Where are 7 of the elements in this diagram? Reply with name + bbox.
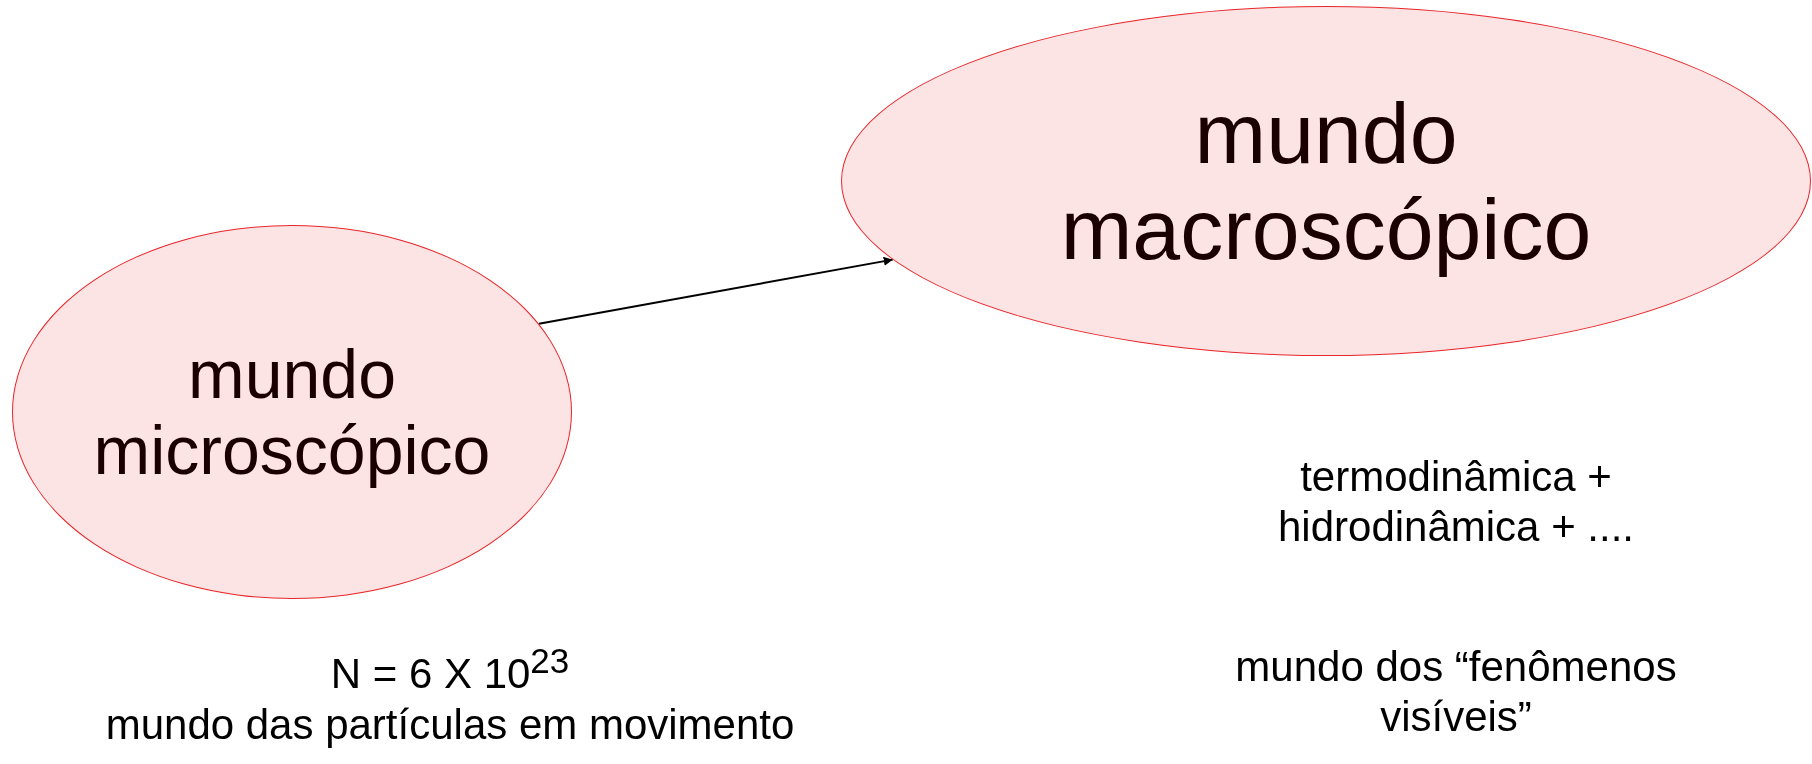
arrow [537,256,894,325]
node-label: mundo macroscópico [1059,84,1593,278]
node-label: mundo microscópico [92,335,492,489]
caption-text: mundo dos “fenômenos visíveis” [1234,642,1678,743]
caption-text: N = 6 X 10$^{23}$ [329,640,571,699]
caption-text: mundo das partículas em movimento [104,700,796,750]
caption-text: termodinâmica + hidrodinâmica + .... [1277,452,1635,553]
